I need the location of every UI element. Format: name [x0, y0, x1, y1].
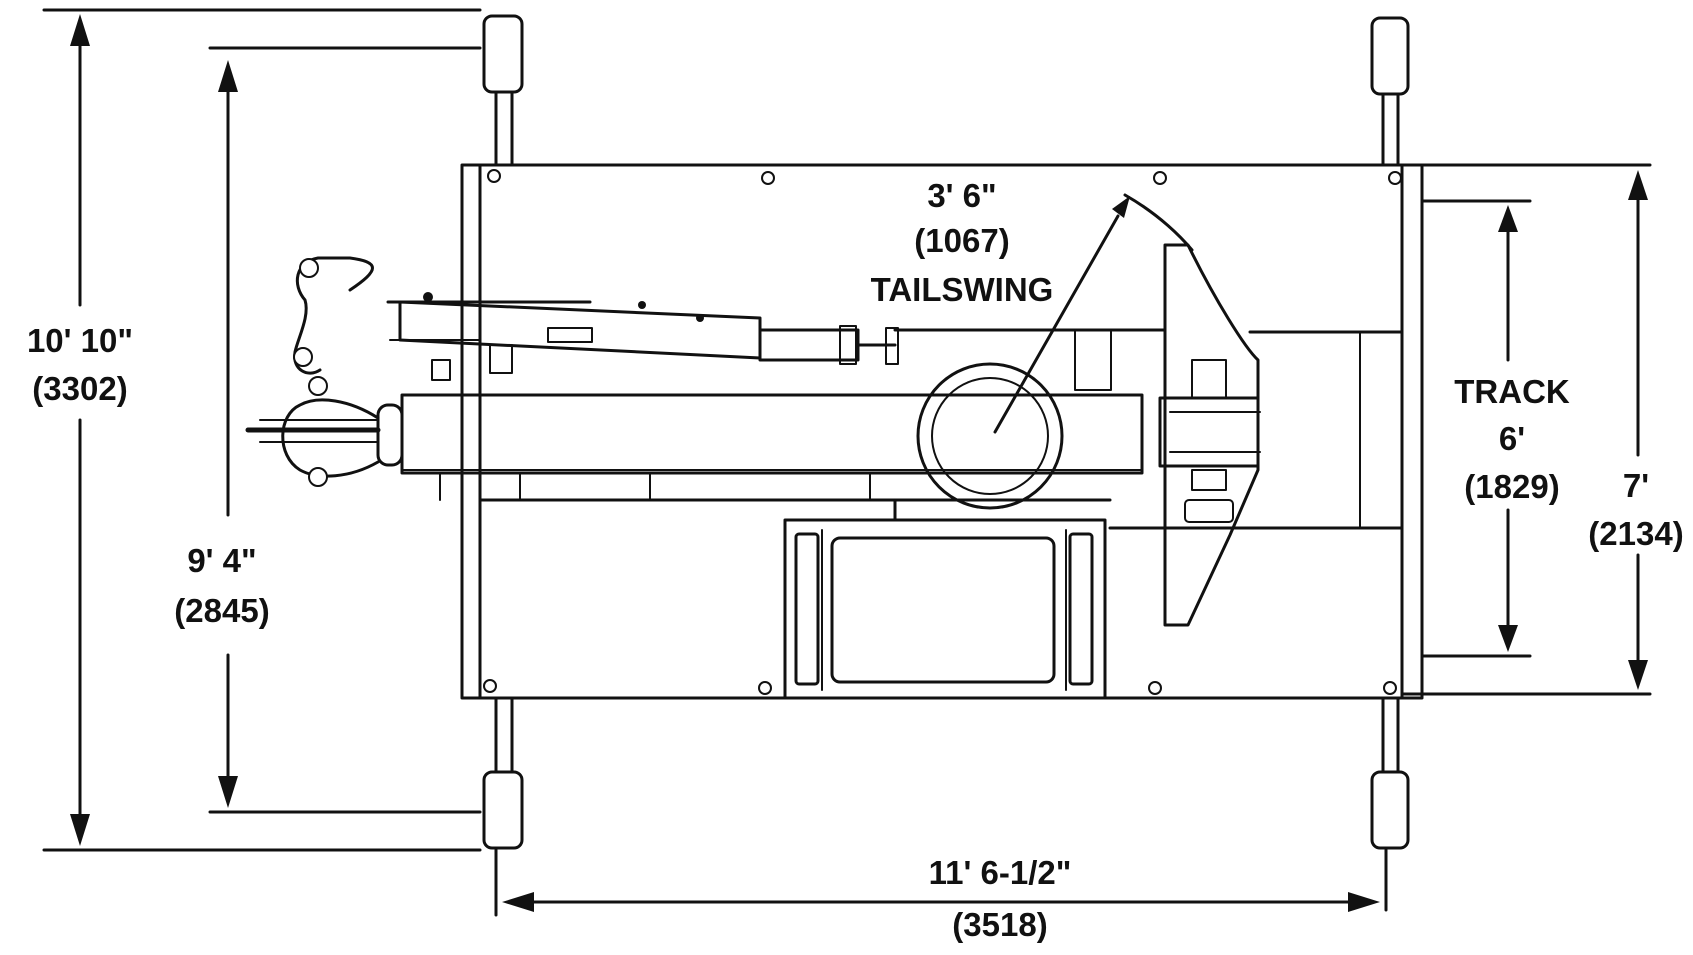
slew-motor-housing	[1158, 396, 1260, 468]
track-arrow-top	[1498, 205, 1518, 232]
tailswing-dimension: 3' 6" (1067) TAILSWING	[871, 177, 1194, 434]
length-arrow-left	[502, 892, 534, 912]
boom-nose	[376, 403, 404, 467]
platform-outline	[783, 518, 1107, 700]
turntable-ring	[916, 362, 1064, 510]
mount-hole	[1153, 171, 1167, 185]
outrigger-pad-rear-left	[482, 770, 524, 850]
outrigger-span-metric: (2845)	[174, 592, 269, 629]
outrigger-pad-rear-right	[1370, 770, 1410, 850]
operator-platform	[783, 518, 1107, 700]
tailswing-arrow	[1112, 196, 1130, 218]
mount-hole	[483, 679, 497, 693]
tailswing-imperial: 3' 6"	[927, 177, 996, 214]
machine-width-dimension: 7' (2134)	[1400, 163, 1684, 696]
outrigger-pad-front-left	[482, 14, 524, 94]
bucket-pivot-top	[308, 376, 328, 396]
tailswing-metric: (1067)	[914, 222, 1009, 259]
tailswing-radius-line	[993, 214, 1120, 434]
outrigger-pad-front-right	[1370, 16, 1410, 96]
track-imperial: 6'	[1499, 420, 1525, 457]
length-imperial: 11' 6-1/2"	[929, 854, 1072, 891]
machine-width-metric: (2134)	[1588, 515, 1683, 552]
bucket-body	[281, 398, 380, 478]
machine-width-arrow-top	[1628, 170, 1648, 200]
length-metric: (3518)	[952, 906, 1047, 943]
platform-left-step	[794, 532, 820, 686]
operator-seat-cushion	[830, 536, 1056, 684]
outrigger-span-dimension: 9' 4" (2845)	[174, 46, 482, 814]
overall-width-metric: (3302)	[32, 370, 127, 407]
outrigger-span-arrow-top	[218, 60, 238, 92]
overall-width-arrow-top	[70, 14, 90, 46]
outrigger-span-arrow-bottom	[218, 776, 238, 808]
mount-hole	[758, 681, 772, 695]
mount-hole	[761, 171, 775, 185]
overall-width-arrow-bottom	[70, 814, 90, 846]
cylinder-rod-end	[758, 328, 860, 362]
mount-hole	[1383, 681, 1397, 695]
overall-width-imperial: 10' 10"	[27, 322, 133, 359]
hydraulic-cylinder	[398, 300, 762, 360]
tailswing-label: TAILSWING	[871, 271, 1054, 308]
thumb-pivot-top	[299, 258, 319, 278]
track-dimension: TRACK 6' (1829)	[1420, 199, 1570, 658]
mount-hole	[1148, 681, 1162, 695]
mount-hole	[1388, 171, 1402, 185]
track-label: TRACK	[1454, 373, 1570, 410]
boom-assembly	[245, 243, 1261, 627]
track-metric: (1829)	[1464, 468, 1559, 505]
track-arrow-bottom	[1498, 625, 1518, 652]
mount-hole	[487, 169, 501, 183]
main-boom	[400, 393, 1144, 475]
bucket-pivot-bottom	[308, 467, 328, 487]
tailswing-arc	[1123, 193, 1194, 252]
overall-width-dimension: 10' 10" (3302)	[27, 8, 482, 852]
length-dimension: 11' 6-1/2" (3518)	[494, 848, 1388, 943]
outrigger-legs	[482, 14, 1410, 850]
platform-right-step	[1068, 532, 1094, 686]
thumb-pivot-bottom	[293, 347, 313, 367]
machine-width-imperial: 7'	[1623, 467, 1649, 504]
outrigger-span-imperial: 9' 4"	[187, 542, 256, 579]
length-arrow-right	[1348, 892, 1380, 912]
counterweight	[1163, 243, 1260, 627]
machine-width-arrow-bottom	[1628, 660, 1648, 690]
